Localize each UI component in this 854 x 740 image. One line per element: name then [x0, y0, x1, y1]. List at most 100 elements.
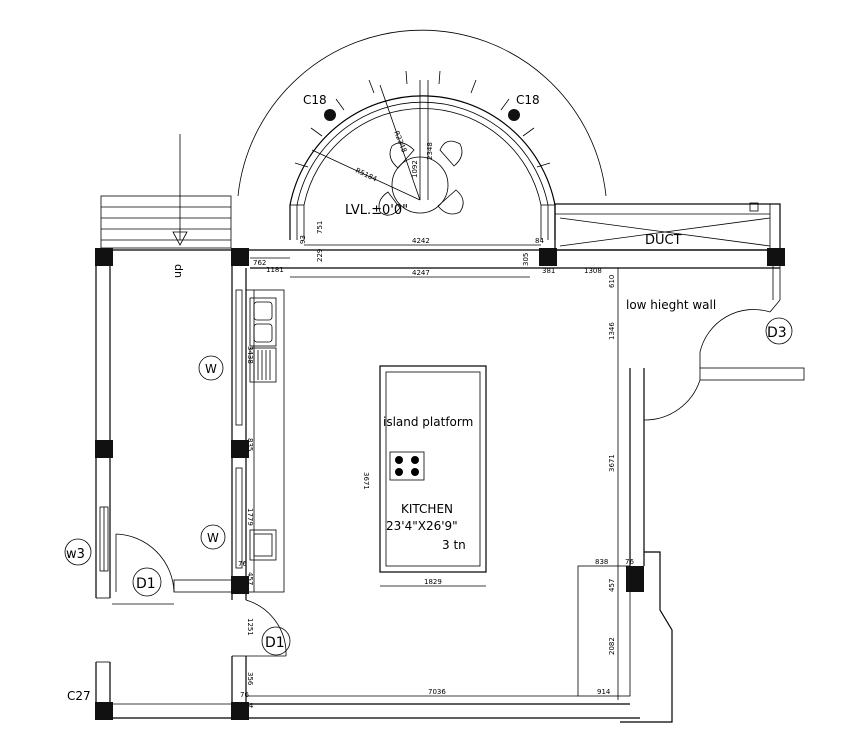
inner-bay-arc-outer — [289, 95, 556, 240]
tag-w-upper-circle — [198, 355, 224, 381]
column-c18-left — [324, 109, 336, 121]
dim-3438: 3438 — [246, 346, 254, 364]
double-sink — [249, 297, 277, 347]
door-d3-leaf — [769, 299, 781, 313]
column-partition-low — [231, 576, 249, 594]
dim-7036: 7036 — [428, 688, 446, 696]
dim-381: 381 — [542, 267, 555, 275]
dim-838: 838 — [595, 558, 608, 566]
dim-457-b: 457 — [608, 579, 616, 592]
radius-line-a — [311, 149, 421, 201]
dim-1829: 1829 — [424, 578, 442, 586]
dim-76-b: 76 — [625, 558, 634, 566]
column-duct-left — [539, 248, 557, 266]
counter-right — [577, 565, 631, 697]
dim-76-c: 76 — [240, 691, 249, 699]
dim-835: 835 — [246, 438, 254, 451]
tag-d1-bottom: D1 — [265, 635, 285, 651]
stair-arrow-head — [172, 231, 188, 246]
tag-d1-bottom-circle — [261, 626, 291, 656]
tag-w3: w3 — [66, 547, 85, 562]
island-inner — [385, 371, 481, 567]
column-top-left — [95, 248, 113, 266]
bay-wall-segments — [290, 70, 555, 206]
oven — [249, 529, 277, 561]
island-label: island platform — [383, 415, 473, 429]
low-wall-label: low hieght wall — [626, 298, 716, 312]
inner-bay-arc-3 — [303, 108, 542, 240]
dim-305: 305 — [522, 253, 530, 266]
column-c18-right — [508, 109, 520, 121]
kitchen-size: 23'4"X26'9" — [386, 519, 458, 533]
dim-1779: 1779 — [246, 508, 254, 526]
dim-76-a: 76 — [238, 560, 247, 568]
dim-1346: 1346 — [608, 322, 616, 340]
column-partition-mid — [231, 440, 249, 458]
columns — [95, 248, 785, 720]
partition-window-lower — [235, 467, 243, 569]
tag-w-upper: W — [205, 362, 217, 376]
column-left-mid — [95, 440, 113, 458]
island-outer — [379, 365, 487, 573]
kitchen-title: KITCHEN — [401, 502, 453, 516]
dim-1308: 1308 — [584, 267, 602, 275]
dim-84: 84 — [535, 237, 544, 245]
column-bottom-left — [95, 702, 113, 720]
dim-3671-right: 3671 — [608, 454, 616, 472]
tag-c27: C27 — [67, 689, 91, 703]
cooktop — [389, 451, 425, 481]
dim-1251: 1251 — [246, 618, 254, 636]
tag-w-lower: W — [207, 531, 219, 545]
dim-4247: 4247 — [412, 269, 430, 277]
tag-d3-circle — [765, 317, 793, 345]
dim-457-a: 457 — [246, 572, 254, 585]
outer-bay-arc — [237, 29, 607, 197]
dim-1181: 1181 — [266, 266, 284, 274]
door-d3-sill — [699, 367, 805, 381]
dim-r5184: R5184 — [354, 167, 378, 184]
dim-914: 914 — [597, 688, 611, 696]
kitchen-load: 3 tn — [442, 538, 466, 552]
dim-r2348: R2348 — [392, 130, 408, 154]
door-d1-left-swing — [115, 533, 175, 593]
dim-2348: 2348 — [426, 142, 434, 160]
dim-1092: 1092 — [411, 160, 419, 178]
dim-762: 762 — [253, 259, 266, 267]
tag-d3: D3 — [767, 325, 787, 341]
stair — [100, 195, 232, 249]
column-top-right — [767, 248, 785, 266]
duct-corner — [749, 202, 759, 212]
tag-c18-left: C18 — [303, 93, 327, 107]
dim-93: 93 — [299, 235, 307, 244]
column-right-low — [626, 566, 644, 592]
up-label: up — [171, 264, 184, 278]
dim-610: 610 — [608, 275, 616, 288]
right-step-wall — [620, 551, 673, 723]
duct-label: DUCT — [645, 233, 682, 248]
tag-w-lower-circle — [200, 524, 226, 550]
drainboard — [249, 347, 277, 383]
oven-window — [253, 533, 273, 557]
duct-box — [554, 203, 781, 251]
dim-751: 751 — [316, 221, 324, 234]
dim-356: 356 — [246, 672, 254, 686]
tag-w3-circle — [64, 538, 92, 566]
dim-3671-left: 3671 — [362, 472, 370, 490]
tag-d1-left-circle — [132, 567, 162, 597]
column-top-mid — [231, 248, 249, 266]
duct-x2 — [559, 217, 771, 247]
door-d1-bottom-swing — [245, 599, 287, 657]
inner-bay-arc-2 — [296, 101, 549, 240]
dining-table — [378, 140, 464, 216]
level-label: LVL.±0'0" — [345, 203, 408, 218]
partition-window-upper — [235, 289, 243, 426]
column-bottom-mid — [231, 702, 249, 720]
left-partition — [173, 579, 233, 593]
tag-d1-left: D1 — [136, 576, 156, 592]
dim-229: 229 — [316, 249, 324, 262]
dim-2082: 2082 — [608, 637, 616, 655]
dim-4242: 4242 — [412, 237, 430, 245]
right-door-swing — [643, 379, 701, 421]
tag-c18-right: C18 — [516, 93, 540, 107]
